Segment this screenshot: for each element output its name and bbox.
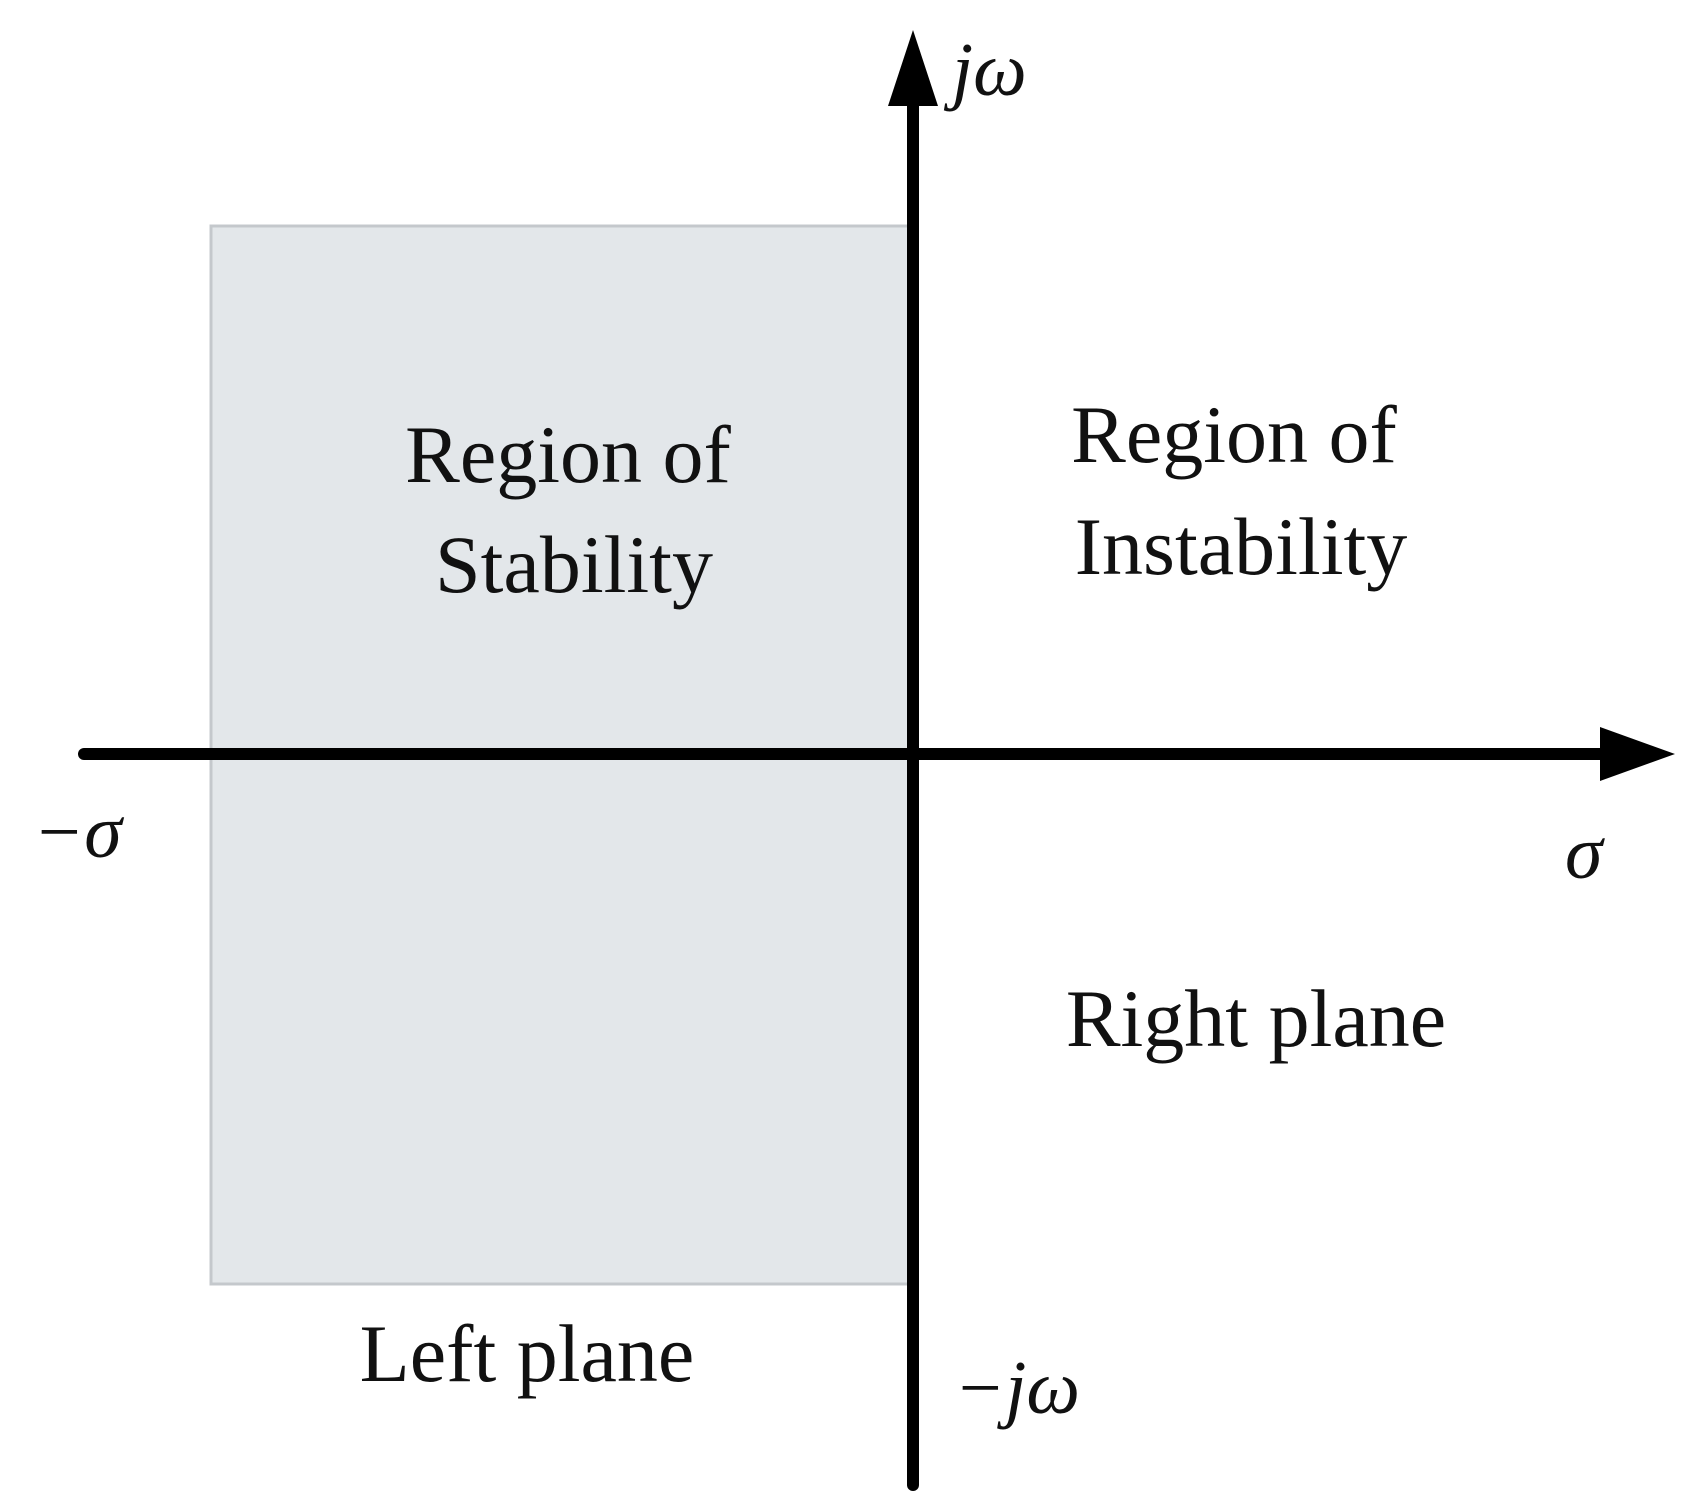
instability-region-label-line2: Instability	[1075, 501, 1408, 592]
imaginary-axis-arrowhead	[888, 30, 938, 106]
stability-region-label-line2: Stability	[435, 519, 713, 610]
left-plane-label: Left plane	[360, 1308, 695, 1399]
right-plane-label: Right plane	[1066, 973, 1446, 1064]
stability-region-label-line1: Region of	[405, 409, 731, 500]
real-axis-arrowhead	[1600, 727, 1675, 781]
negative-imag-axis-label: −jω	[954, 1346, 1080, 1430]
positive-imag-axis-label: jω	[943, 28, 1027, 112]
negative-real-axis-label: −σ	[33, 790, 124, 874]
instability-region-label-line1: Region of	[1071, 389, 1397, 480]
positive-real-axis-label: σ	[1565, 811, 1605, 895]
